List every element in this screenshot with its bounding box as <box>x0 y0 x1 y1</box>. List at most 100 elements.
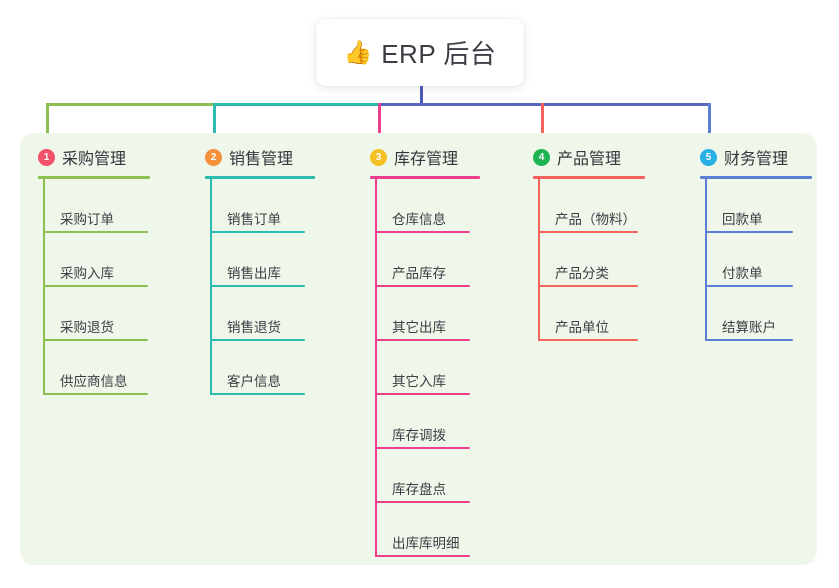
branch-item-spine <box>538 233 540 287</box>
column-stem-1 <box>46 103 49 140</box>
branch-item-label: 其它出库 <box>392 320 446 335</box>
branch-item-spine <box>43 233 45 287</box>
branch-item-rule <box>210 285 305 287</box>
column-stem-4 <box>541 103 544 140</box>
branch-item-rule <box>705 339 793 341</box>
branch-column-产品管理: 4 产品管理产品（物料） 产品分类产品单位 <box>533 146 645 341</box>
branch-item-label: 库存调拨 <box>392 428 446 443</box>
branch-item[interactable]: 采购入库 <box>38 233 150 287</box>
branch-item[interactable]: 产品（物料） <box>533 179 645 233</box>
bus-segment-4 <box>541 103 711 106</box>
branch-item-rule <box>210 393 305 395</box>
branch-index-badge: 2 <box>205 148 222 166</box>
branch-item[interactable]: 供应商信息 <box>38 341 150 395</box>
branch-item-rule <box>43 285 148 287</box>
branch-item-spine <box>538 179 540 233</box>
branch-item[interactable]: 销售退货 <box>205 287 315 341</box>
branch-item-rule <box>375 501 470 503</box>
branch-item[interactable]: 销售订单 <box>205 179 315 233</box>
branch-item-spine <box>375 449 377 503</box>
branch-item-spine <box>43 287 45 341</box>
branch-item-rule <box>43 339 148 341</box>
branch-item-rule <box>538 231 638 233</box>
thumbs-up-icon: 👍 <box>343 39 373 65</box>
branch-item[interactable]: 产品库存 <box>370 233 480 287</box>
branch-item-label: 销售订单 <box>227 212 281 227</box>
branch-item-spine <box>210 341 212 395</box>
branch-header-rule <box>533 176 645 179</box>
branch-item[interactable]: 客户信息 <box>205 341 315 395</box>
branch-item-label: 出库库明细 <box>392 536 460 551</box>
branch-title: 采购管理 <box>62 151 127 168</box>
branch-item-list: 回款单付款单结算账户 <box>700 179 812 341</box>
branch-item[interactable]: 采购订单 <box>38 179 150 233</box>
branch-item-list: 产品（物料） 产品分类产品单位 <box>533 179 645 341</box>
branch-header-产品管理[interactable]: 4 产品管理 <box>533 146 645 168</box>
branch-item-label: 采购入库 <box>60 266 114 281</box>
column-stem-2 <box>213 103 216 140</box>
branch-header-rule <box>205 176 315 179</box>
branch-item-label: 产品单位 <box>555 320 609 335</box>
branch-item[interactable]: 销售出库 <box>205 233 315 287</box>
branch-item[interactable]: 付款单 <box>700 233 812 287</box>
column-stem-5 <box>708 103 711 140</box>
branch-item-label: 客户信息 <box>227 374 281 389</box>
branch-title: 产品管理 <box>557 151 622 168</box>
branch-item-label: 供应商信息 <box>60 374 128 389</box>
branch-header-rule <box>370 176 480 179</box>
branch-item-label: 采购订单 <box>60 212 114 227</box>
branch-item-label: 产品库存 <box>392 266 446 281</box>
branch-item[interactable]: 产品分类 <box>533 233 645 287</box>
branch-item-spine <box>43 179 45 233</box>
branch-item[interactable]: 其它出库 <box>370 287 480 341</box>
branch-item-label: 采购退货 <box>60 320 114 335</box>
branch-item-list: 销售订单销售出库销售退货客户信息 <box>205 179 315 395</box>
branch-item-spine <box>538 287 540 341</box>
root-node-erp-backend[interactable]: 👍 ERP 后台 <box>316 19 524 86</box>
branch-item[interactable]: 其它入库 <box>370 341 480 395</box>
branch-item-rule <box>375 285 470 287</box>
branch-item-rule <box>705 231 793 233</box>
branch-item[interactable]: 仓库信息 <box>370 179 480 233</box>
column-stem-3 <box>378 103 381 140</box>
branch-item[interactable]: 结算账户 <box>700 287 812 341</box>
branch-item[interactable]: 采购退货 <box>38 287 150 341</box>
branch-item-label: 产品（物料） <box>555 212 636 227</box>
branch-index-badge: 4 <box>533 148 550 166</box>
branch-item-label: 销售出库 <box>227 266 281 281</box>
branch-item-spine <box>375 341 377 395</box>
branch-item[interactable]: 产品单位 <box>533 287 645 341</box>
branch-item-label: 产品分类 <box>555 266 609 281</box>
branch-item-spine <box>210 233 212 287</box>
branch-item-spine <box>375 179 377 233</box>
branch-item-rule <box>375 231 470 233</box>
branch-header-rule <box>38 176 150 179</box>
branch-item-rule <box>43 393 148 395</box>
branch-item[interactable]: 出库库明细 <box>370 503 480 557</box>
bus-segment-3 <box>378 103 544 106</box>
branch-item-label: 销售退货 <box>227 320 281 335</box>
branch-item-label: 其它入库 <box>392 374 446 389</box>
branch-item-label: 付款单 <box>722 266 763 281</box>
branch-item-spine <box>705 287 707 341</box>
branch-item-spine <box>705 179 707 233</box>
branch-item[interactable]: 库存调拨 <box>370 395 480 449</box>
branch-index-badge: 3 <box>370 148 387 166</box>
branch-item-rule <box>375 339 470 341</box>
branch-item[interactable]: 回款单 <box>700 179 812 233</box>
branch-item-spine <box>705 233 707 287</box>
branch-item-spine <box>43 341 45 395</box>
branch-title: 库存管理 <box>394 151 459 168</box>
branch-item[interactable]: 库存盘点 <box>370 449 480 503</box>
branch-item-rule <box>43 231 148 233</box>
branch-item-label: 仓库信息 <box>392 212 446 227</box>
branch-header-库存管理[interactable]: 3 库存管理 <box>370 146 480 168</box>
branch-item-list: 仓库信息产品库存其它出库其它入库库存调拨库存盘点出库库明细 <box>370 179 480 557</box>
bus-segment-1 <box>46 103 216 106</box>
branch-item-rule <box>375 555 470 557</box>
branch-item-rule <box>705 285 793 287</box>
